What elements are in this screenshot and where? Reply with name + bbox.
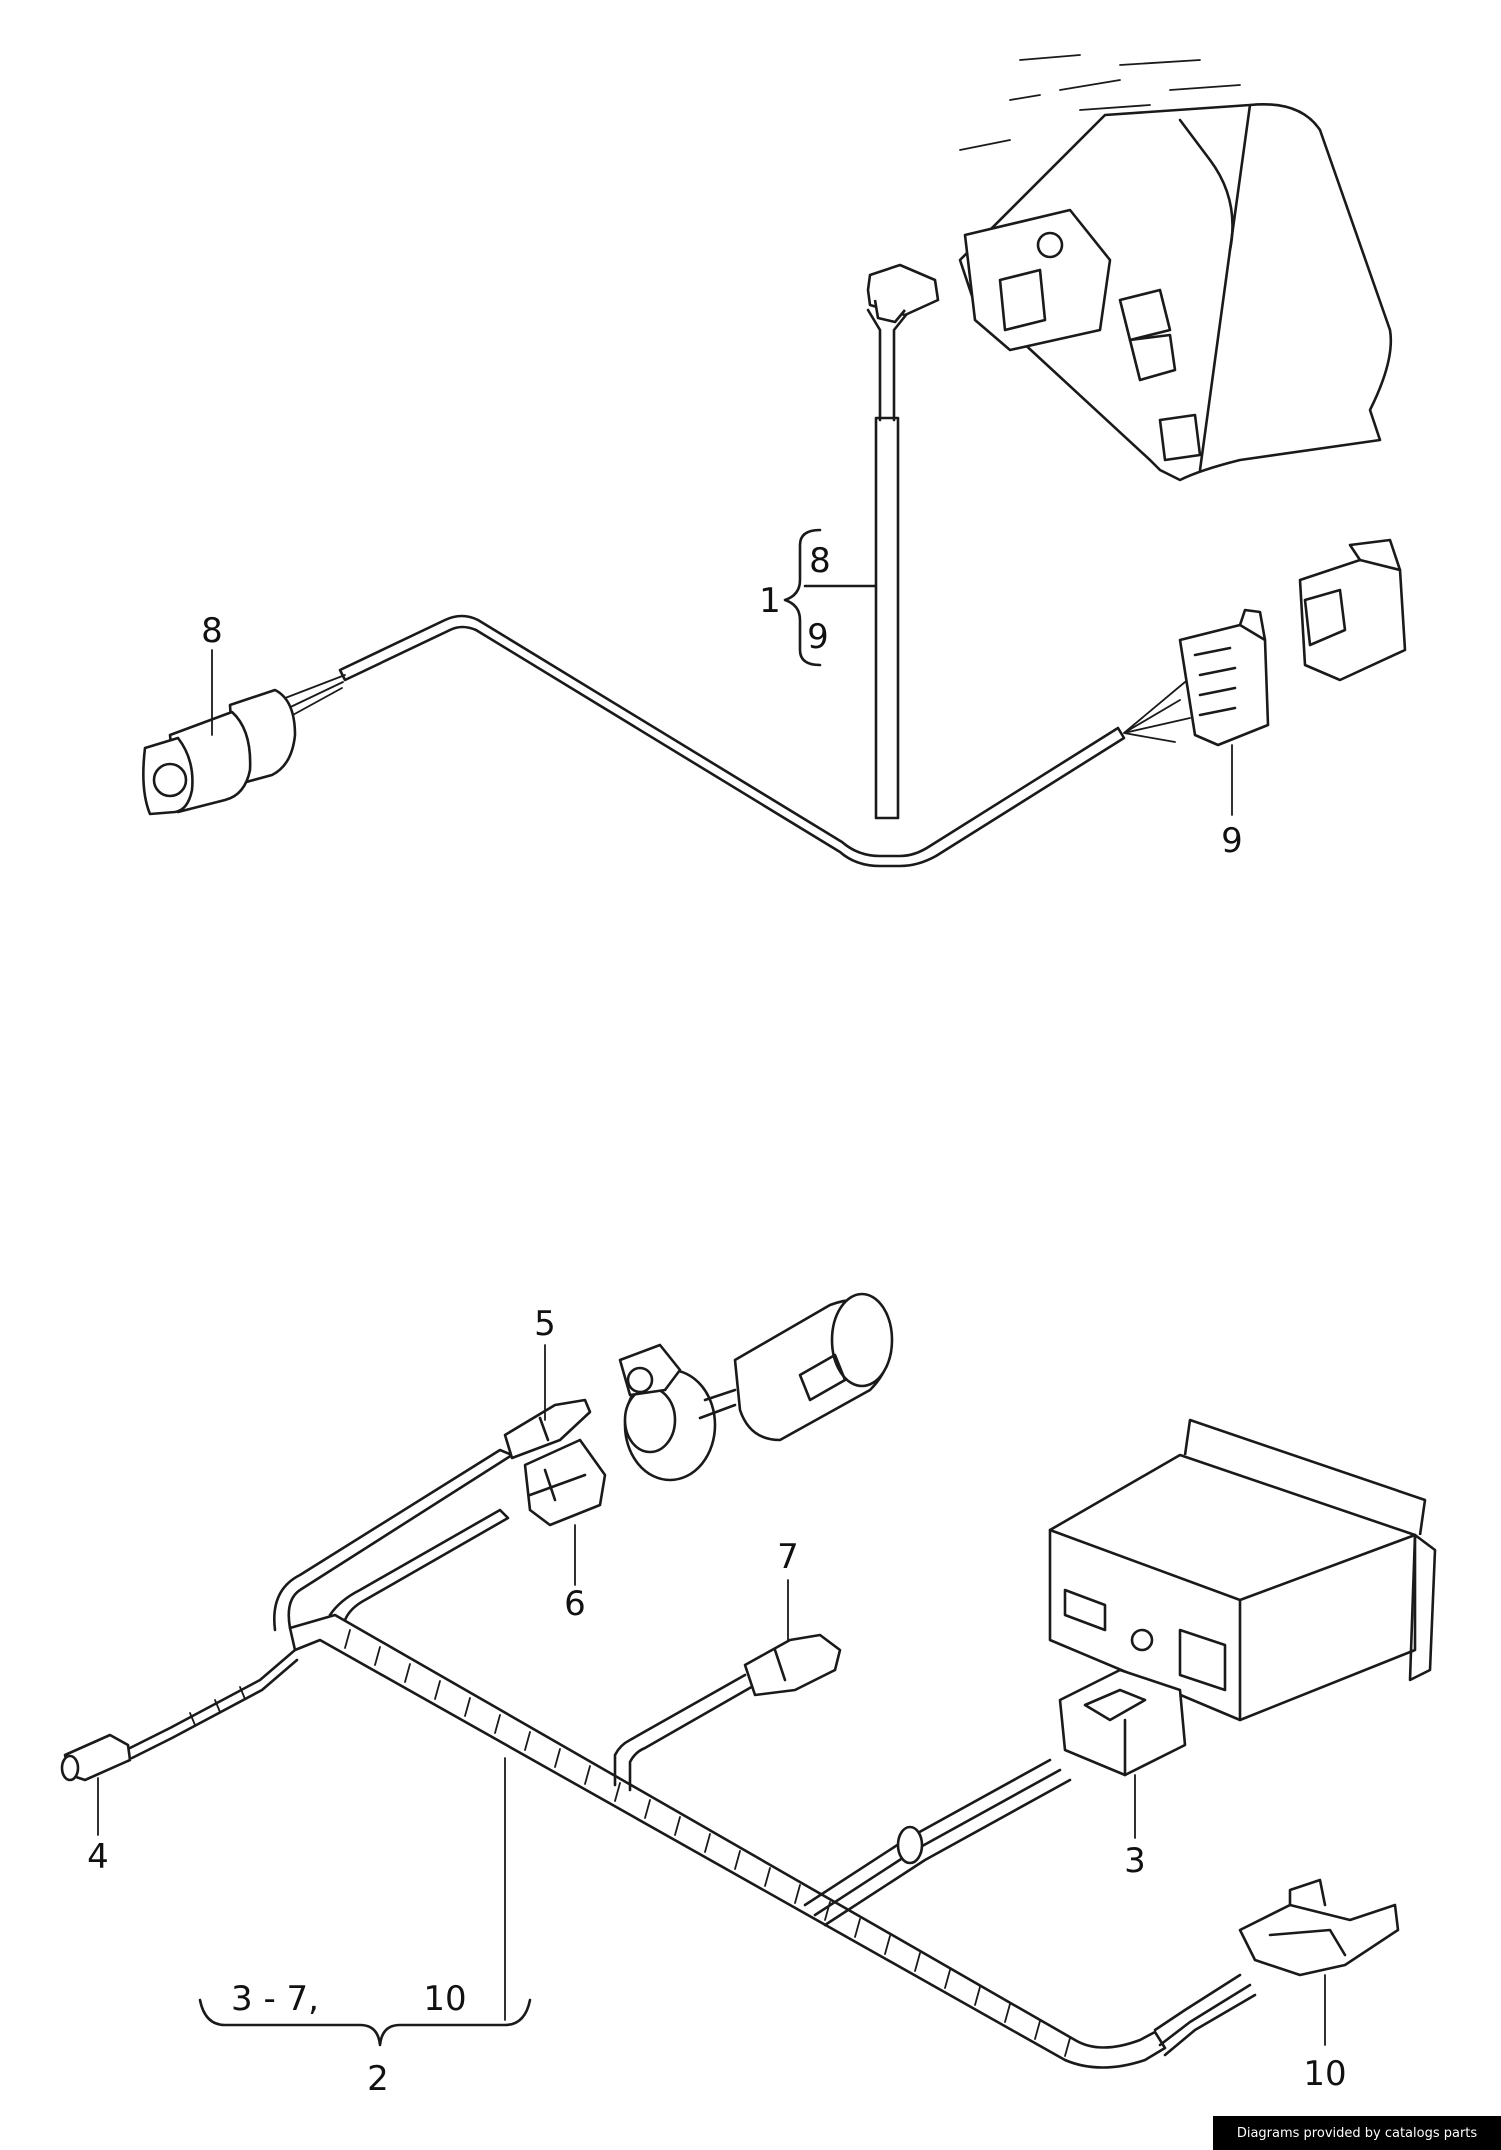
main-cable-run: [338, 614, 1126, 868]
connector-part-6: [523, 1438, 607, 1527]
connector-part-7: [743, 1633, 842, 1697]
bracket-bottom-item-10: 10: [423, 1979, 466, 2019]
callout-5: 5: [534, 1304, 556, 1344]
bulb-socket-part-8: [142, 674, 346, 816]
callout-10: 10: [1303, 2054, 1346, 2094]
bracket-bottom-label: 2: [367, 2059, 389, 2099]
switch-mating-part: [1298, 538, 1407, 682]
bracket-top-item-9: 9: [807, 617, 829, 657]
main-wiring-loom: [273, 1448, 1257, 2069]
connector-part-10: [1238, 1878, 1400, 1977]
callout-4: 4: [87, 1837, 109, 1877]
bracket-bottom-item-range: 3 - 7,: [231, 1979, 319, 2019]
credit-text: Diagrams provided by catalogs parts: [1236, 2125, 1478, 2141]
instrument-housing: [958, 54, 1393, 482]
callout-6: 6: [564, 1584, 586, 1624]
plug-part-5: [503, 1398, 592, 1460]
callout-3: 3: [1124, 1841, 1146, 1881]
callout-9: 9: [1221, 821, 1243, 861]
bracket-top-item-8: 8: [809, 541, 831, 581]
top-connector-plug: [866, 263, 940, 324]
credit-banner: Diagrams provided by catalogs parts: [1213, 2116, 1501, 2150]
connector-part-9: [1123, 608, 1270, 747]
bracket-top-label: 1: [759, 581, 781, 621]
callout-7: 7: [777, 1537, 799, 1577]
vertical-cable: [866, 308, 912, 820]
bracket-bottom: [198, 1998, 532, 2047]
callout-8: 8: [201, 611, 223, 651]
sensor-lead-part-4: [60, 1648, 299, 1782]
cigar-lighter: [618, 1292, 894, 1482]
bracket-top: [783, 528, 877, 667]
radio-unit: [1048, 1418, 1437, 1722]
connector-part-3: [1058, 1668, 1187, 1777]
